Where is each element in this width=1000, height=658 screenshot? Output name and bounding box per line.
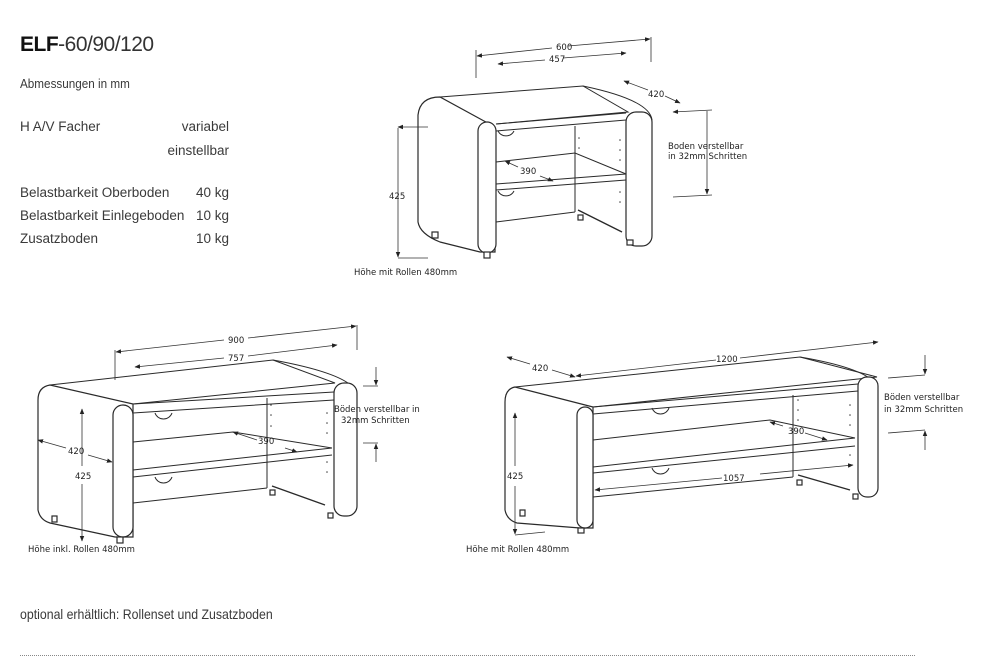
dimensions-unit-note: Abmessungen in mm: [20, 76, 130, 91]
dim-width-inner: 757: [228, 354, 244, 364]
drawing-elf-120: 1200 420 1057 390 425 Böden verstellbar …: [466, 342, 963, 555]
dim-shelf-depth: 390: [258, 437, 274, 447]
spec-row: Belastbarkeit Einlegeboden 10 kg: [20, 208, 229, 223]
spec-label: H A/V Facher: [20, 119, 101, 134]
dim-depth: 420: [648, 90, 664, 100]
dim-shelf-depth: 390: [788, 427, 804, 437]
spec-label: Belastbarkeit Einlegeboden: [20, 208, 185, 223]
dim-width-inner: 1057: [723, 474, 745, 484]
dim-height: 425: [507, 472, 523, 482]
spec-row: einstellbar: [20, 143, 229, 158]
spec-value: 10 kg: [195, 208, 229, 223]
optional-accessories-note: optional erhältlich: Rollenset und Zusat…: [20, 606, 273, 622]
shelf-adjust-note: Böden verstellbar in: [334, 405, 420, 415]
dim-shelf-depth: 390: [520, 167, 536, 177]
spec-row: Zusatzboden 10 kg: [20, 231, 229, 246]
spec-value: 10 kg: [195, 231, 229, 246]
dim-width-outer: 900: [228, 336, 244, 346]
spec-label: Zusatzboden: [20, 231, 99, 246]
title-model: ELF: [20, 33, 59, 56]
spec-value: 40 kg: [195, 185, 229, 200]
title-variants: -60/90/120: [58, 33, 154, 56]
dim-depth: 420: [532, 364, 548, 374]
dim-width-outer: 1200: [716, 355, 738, 365]
spec-value: einstellbar: [167, 143, 229, 158]
drawing-elf-60: 600 457 420 425 390 Boden verstellbar in…: [354, 37, 747, 278]
shelf-adjust-note: in 32mm Schritten: [884, 405, 963, 415]
dim-height: 425: [389, 192, 405, 202]
drawing-elf-90: 900 757 420 425 390 Böden verstellbar in…: [28, 325, 420, 555]
spec-row: Belastbarkeit Oberboden 40 kg: [20, 185, 229, 200]
height-with-casters-note: Höhe mit Rollen 480mm: [466, 545, 569, 555]
shelf-adjust-note: Böden verstellbar: [884, 393, 960, 403]
shelf-adjust-note: Boden verstellbar: [668, 142, 744, 152]
dotted-divider: [20, 655, 915, 656]
dim-height: 425: [75, 472, 91, 482]
page-title: ELF-60/90/120: [20, 33, 154, 57]
shelf-adjust-note: in 32mm Schritten: [668, 152, 747, 162]
spec-label: Belastbarkeit Oberboden: [20, 185, 170, 200]
dim-width-outer: 600: [556, 43, 572, 53]
height-with-casters-note: Höhe mit Rollen 480mm: [354, 268, 457, 278]
dim-width-inner: 457: [549, 55, 565, 65]
spec-row: H A/V Facher variabel: [20, 119, 229, 134]
dim-depth: 420: [68, 447, 84, 457]
height-with-casters-note: Höhe inkl. Rollen 480mm: [28, 545, 135, 555]
shelf-adjust-note: 32mm Schritten: [341, 416, 410, 426]
spec-value: variabel: [181, 119, 229, 134]
